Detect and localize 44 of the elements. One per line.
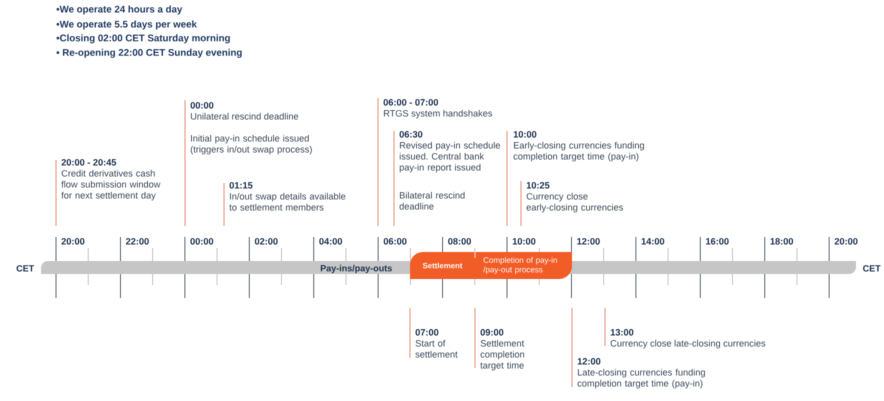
event-text: Late-closing currencies funding completion target time (pay-in) xyxy=(578,368,705,388)
hour-label: 20:00 xyxy=(62,238,84,245)
bullet-text: •We operate 24 hours a day xyxy=(56,5,182,14)
hour-label: 18:00 xyxy=(770,238,794,245)
hour-label: 16:00 xyxy=(706,238,729,245)
event-text: Currency close late-closing currencies xyxy=(610,340,766,348)
event-text: Initial pay-in schedule issued (triggers in/out swap process) xyxy=(190,134,312,154)
phase-bar: Completion of pay-in /pay-out process xyxy=(474,252,572,279)
hour-label: 14:00 xyxy=(642,238,664,245)
time-label: 10:25 xyxy=(526,182,550,189)
hour-label: 20:00 xyxy=(834,238,858,245)
time-label: 06:00 - 07:00 xyxy=(384,99,438,106)
event-text: Start of settlement xyxy=(415,340,458,358)
event-text: Settlement completion target time xyxy=(480,340,524,370)
bullet-text: • Re-opening 22:00 CET Sunday evening xyxy=(56,48,242,58)
hour-label: 02:00 xyxy=(254,238,278,245)
timezone-label: CET xyxy=(16,265,34,272)
time-label: 00:00 xyxy=(190,102,214,109)
time-label: 10:00 xyxy=(514,131,536,138)
event-text: Currency close early-closing currencies xyxy=(526,192,623,212)
hour-label: 04:00 xyxy=(319,238,342,245)
hour-label: 08:00 xyxy=(448,238,471,245)
event-text: Credit derivatives cash flow submission window for next settlement day xyxy=(61,170,160,200)
event-text: Revised pay-in schedule issued. Central bank pay-in report issued xyxy=(400,142,500,172)
time-label: 07:00 xyxy=(416,329,438,336)
time-label: 06:30 xyxy=(400,131,422,138)
timezone-label: CET xyxy=(863,265,881,272)
event-text: RTGS system handshakes xyxy=(384,110,492,118)
bullet-text: •Closing 02:00 CET Saturday morning xyxy=(56,34,230,44)
hour-label: 06:00 xyxy=(384,238,406,245)
hour-label: 22:00 xyxy=(126,238,149,245)
event-text: Bilateral rescind deadline xyxy=(400,192,465,210)
bullet-text: •We operate 5.5 days per week xyxy=(56,20,197,30)
event-text: Unilateral rescind deadline xyxy=(190,112,298,120)
event-text: Early-closing currencies funding completion target time (pay-in) xyxy=(514,142,644,162)
hour-label: 10:00 xyxy=(512,238,536,245)
hour-label: 12:00 xyxy=(577,238,600,245)
time-label: 12:00 xyxy=(578,358,600,365)
time-label: 01:15 xyxy=(230,182,252,189)
time-label: 20:00 - 20:45 xyxy=(62,159,116,166)
time-label: 09:00 xyxy=(480,329,504,336)
event-text: In/out swap details available to settlement members xyxy=(229,192,346,211)
hour-label: 00:00 xyxy=(190,238,214,245)
time-label: 13:00 xyxy=(610,329,634,336)
